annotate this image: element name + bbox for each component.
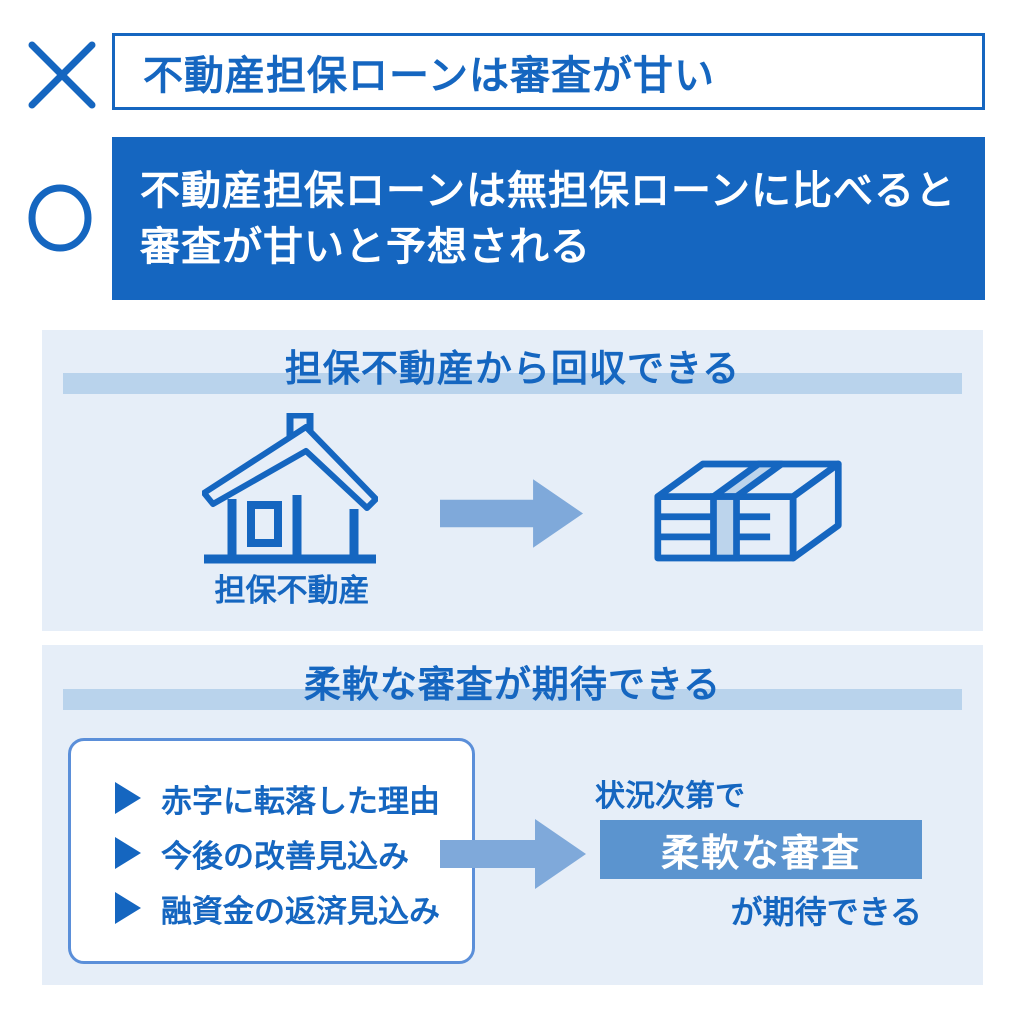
wrong-claim-box: 不動産担保ローンは審査が甘い (112, 33, 985, 110)
right-claim-box: 不動産担保ローンは無担保ローンに比べると 審査が甘いと予想される (112, 137, 985, 300)
right-claim-line1: 不動産担保ローンは無担保ローンに比べると (140, 168, 956, 213)
arrow-right-icon (440, 817, 588, 891)
reason-text: 今後の改善見込み (161, 838, 409, 874)
reason-item: 赤字に転落した理由 (115, 777, 440, 819)
title-underline-band (63, 373, 962, 394)
money-icon (653, 458, 845, 564)
reason-item: 融資金の返済見込み (115, 887, 440, 929)
flexible-panel: 柔軟な審査が期待できる 赤字に転落した理由 今後の改善見込み 融資金の返済見込み… (42, 645, 983, 985)
reason-item: 今後の改善見込み (115, 832, 409, 874)
reason-text: 赤字に転落した理由 (161, 783, 440, 819)
triangle-bullet-icon (115, 837, 141, 869)
suffix-text: が期待できる (730, 894, 922, 930)
flexible-panel-title: 柔軟な審査が期待できる (303, 664, 722, 705)
house-label: 担保不動産 (214, 573, 370, 608)
triangle-bullet-icon (115, 782, 141, 814)
highlight-text: 柔軟な審査 (660, 833, 861, 875)
cross-icon (25, 38, 99, 112)
recover-panel-title: 担保不動産から回収できる (284, 348, 741, 389)
triangle-bullet-icon (115, 892, 141, 924)
reasons-box: 赤字に転落した理由 今後の改善見込み 融資金の返済見込み (68, 738, 475, 964)
reason-text: 融資金の返済見込み (161, 893, 440, 929)
flexible-screening-highlight: 柔軟な審査 (600, 820, 922, 879)
house-icon (202, 413, 378, 565)
condition-text: 状況次第で (595, 780, 745, 813)
arrow-right-icon (440, 477, 585, 550)
circle-icon (27, 184, 93, 252)
title-underline-band (63, 689, 962, 710)
recover-panel: 担保不動産から回収できる 担保不動産 (42, 330, 983, 631)
right-claim-line2: 審査が甘いと予想される (140, 224, 591, 269)
wrong-claim-text: 不動産担保ローンは審査が甘い (143, 53, 715, 98)
